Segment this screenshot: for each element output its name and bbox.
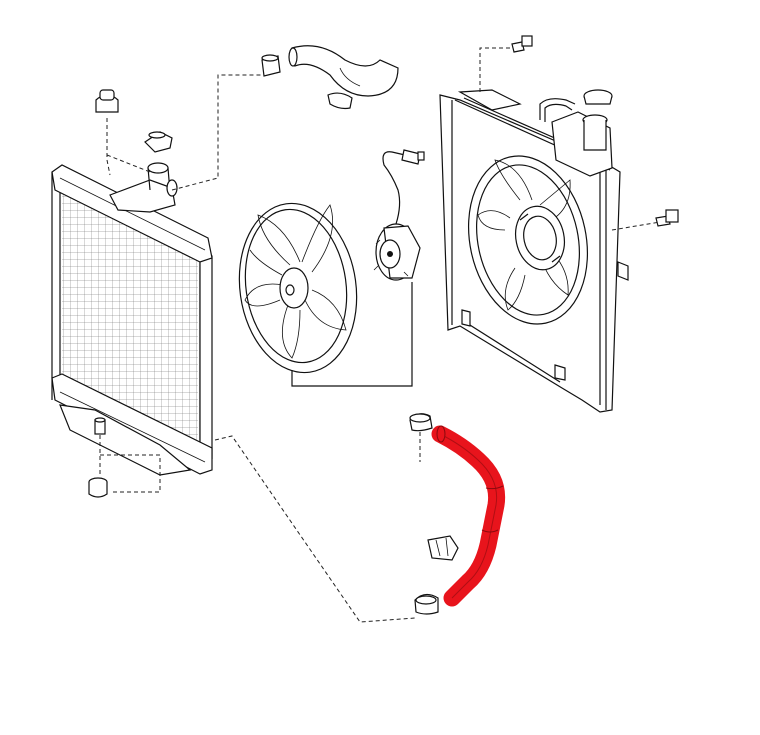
radiator-cap — [144, 131, 173, 153]
lower-hose-clamp-lower — [414, 593, 439, 615]
upper-radiator-hose — [288, 45, 399, 97]
radiator-lower-bracket — [59, 404, 192, 476]
upper-hose-clamp-a — [261, 54, 281, 77]
hose-clip-bracket — [427, 535, 459, 561]
fan-motor-bracket-lines — [291, 282, 413, 387]
motor-wire-harness — [382, 149, 425, 225]
fan-shroud — [439, 89, 629, 413]
lower-radiator-hose[interactable] — [431, 425, 506, 607]
radiator-bottom-tank — [51, 373, 213, 475]
shroud-side-bolt — [655, 209, 679, 227]
filler-neck — [147, 162, 169, 174]
fan-motor — [373, 223, 421, 281]
lower-hose-clamp-upper — [409, 413, 433, 432]
drain-plug — [94, 417, 106, 435]
coolant-reservoir — [539, 89, 613, 177]
radiator-assembly — [51, 89, 213, 498]
lower-mount-cushion — [88, 477, 108, 498]
upper-mount-cushion — [95, 89, 119, 113]
radiator-leader-lines — [99, 74, 416, 623]
cooling-fan — [238, 202, 358, 374]
radiator-fins — [62, 185, 198, 446]
radiator-upper-inlet — [109, 179, 176, 213]
upper-hose-clamp-b — [327, 92, 353, 110]
shroud-top-bolt — [511, 35, 533, 53]
radiator-side-plate — [199, 249, 213, 459]
shroud-leader-lines — [479, 47, 661, 231]
